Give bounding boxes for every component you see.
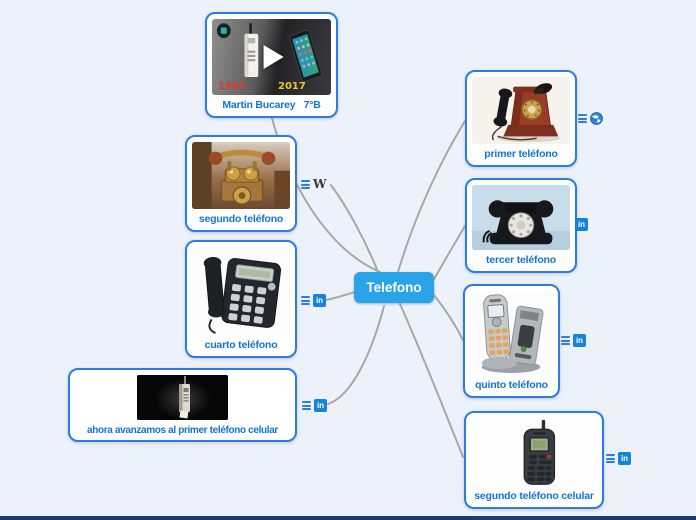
- video-thumbnail-art: [216, 23, 323, 83]
- connector-primer: [397, 120, 466, 273]
- segundo-celular-photo: [471, 418, 597, 486]
- quinto-node-icons: in: [561, 334, 586, 347]
- tercer-node-icons: in: [575, 218, 588, 231]
- wikipedia-icon[interactable]: W: [313, 177, 327, 191]
- avance-node-icons: in: [302, 399, 327, 412]
- thumbnail-year-2017: 2017: [278, 81, 306, 92]
- segundo-celular-label: segundo teléfono celular: [474, 490, 594, 502]
- video-thumbnail: 1983 2017: [212, 19, 331, 95]
- cuarto-telefono-photo: [192, 247, 290, 335]
- notes-icon[interactable]: [301, 296, 310, 305]
- notes-icon[interactable]: [561, 336, 570, 345]
- node-cuarto-telefono[interactable]: cuarto teléfono: [185, 240, 297, 358]
- notes-icon[interactable]: [302, 401, 311, 410]
- tercer-telefono-label: tercer teléfono: [486, 254, 556, 266]
- notes-icon[interactable]: [606, 454, 615, 463]
- linkedin-icon[interactable]: in: [575, 218, 588, 231]
- primer-telefono-label: primer teléfono: [484, 148, 558, 160]
- web-link-icon[interactable]: [590, 112, 603, 125]
- avance-photo-wrap: [75, 375, 290, 420]
- center-node-telefono[interactable]: Telefono: [354, 272, 434, 303]
- quinto-telefono-photo: [470, 291, 553, 375]
- primer-node-icons: [578, 112, 603, 125]
- thumbnail-year-1983: 1983: [218, 81, 246, 92]
- node-primer-telefono[interactable]: primer teléfono: [465, 70, 577, 167]
- notes-icon[interactable]: [578, 114, 587, 123]
- connector-avance: [327, 305, 385, 405]
- avance-label: ahora avanzamos al primer teléfono celul…: [87, 425, 278, 436]
- linkedin-icon[interactable]: in: [313, 294, 326, 307]
- connector-segundo: [330, 184, 379, 273]
- node-quinto-telefono[interactable]: quinto teléfono: [463, 284, 560, 398]
- celular-node-icons: in: [606, 452, 631, 465]
- avance-celular-photo: [137, 375, 228, 420]
- segundo-telefono-photo: [192, 142, 290, 209]
- cuarto-telefono-label: cuarto teléfono: [204, 339, 278, 351]
- bottom-edge-bar: [0, 516, 696, 520]
- segundo-node-icons: W: [301, 178, 326, 191]
- quinto-telefono-label: quinto teléfono: [475, 379, 548, 391]
- node-video[interactable]: 1983 2017 Martin Bucarey 7°B: [205, 12, 338, 118]
- node-tercer-telefono[interactable]: tercer teléfono: [465, 178, 577, 273]
- tercer-telefono-photo: [472, 185, 570, 250]
- play-button[interactable]: [263, 45, 284, 69]
- connector-quinto: [433, 294, 464, 341]
- primer-telefono-photo: [472, 77, 570, 144]
- node-segundo-telefono[interactable]: segundo teléfono: [185, 135, 297, 232]
- connector-cuarto: [325, 291, 356, 301]
- node-avance-celular[interactable]: ahora avanzamos al primer teléfono celul…: [68, 368, 297, 442]
- connector-celular: [399, 303, 464, 458]
- linkedin-icon[interactable]: in: [573, 334, 586, 347]
- linkedin-icon[interactable]: in: [618, 452, 631, 465]
- notes-icon[interactable]: [301, 180, 310, 189]
- center-node-label: Telefono: [366, 280, 422, 295]
- linkedin-icon[interactable]: in: [314, 399, 327, 412]
- cuarto-node-icons: in: [301, 294, 326, 307]
- segundo-telefono-label: segundo teléfono: [198, 213, 284, 225]
- video-node-label: Martin Bucarey 7°B: [222, 99, 321, 111]
- connector-tercer: [432, 225, 466, 282]
- node-segundo-celular[interactable]: segundo teléfono celular: [464, 411, 604, 509]
